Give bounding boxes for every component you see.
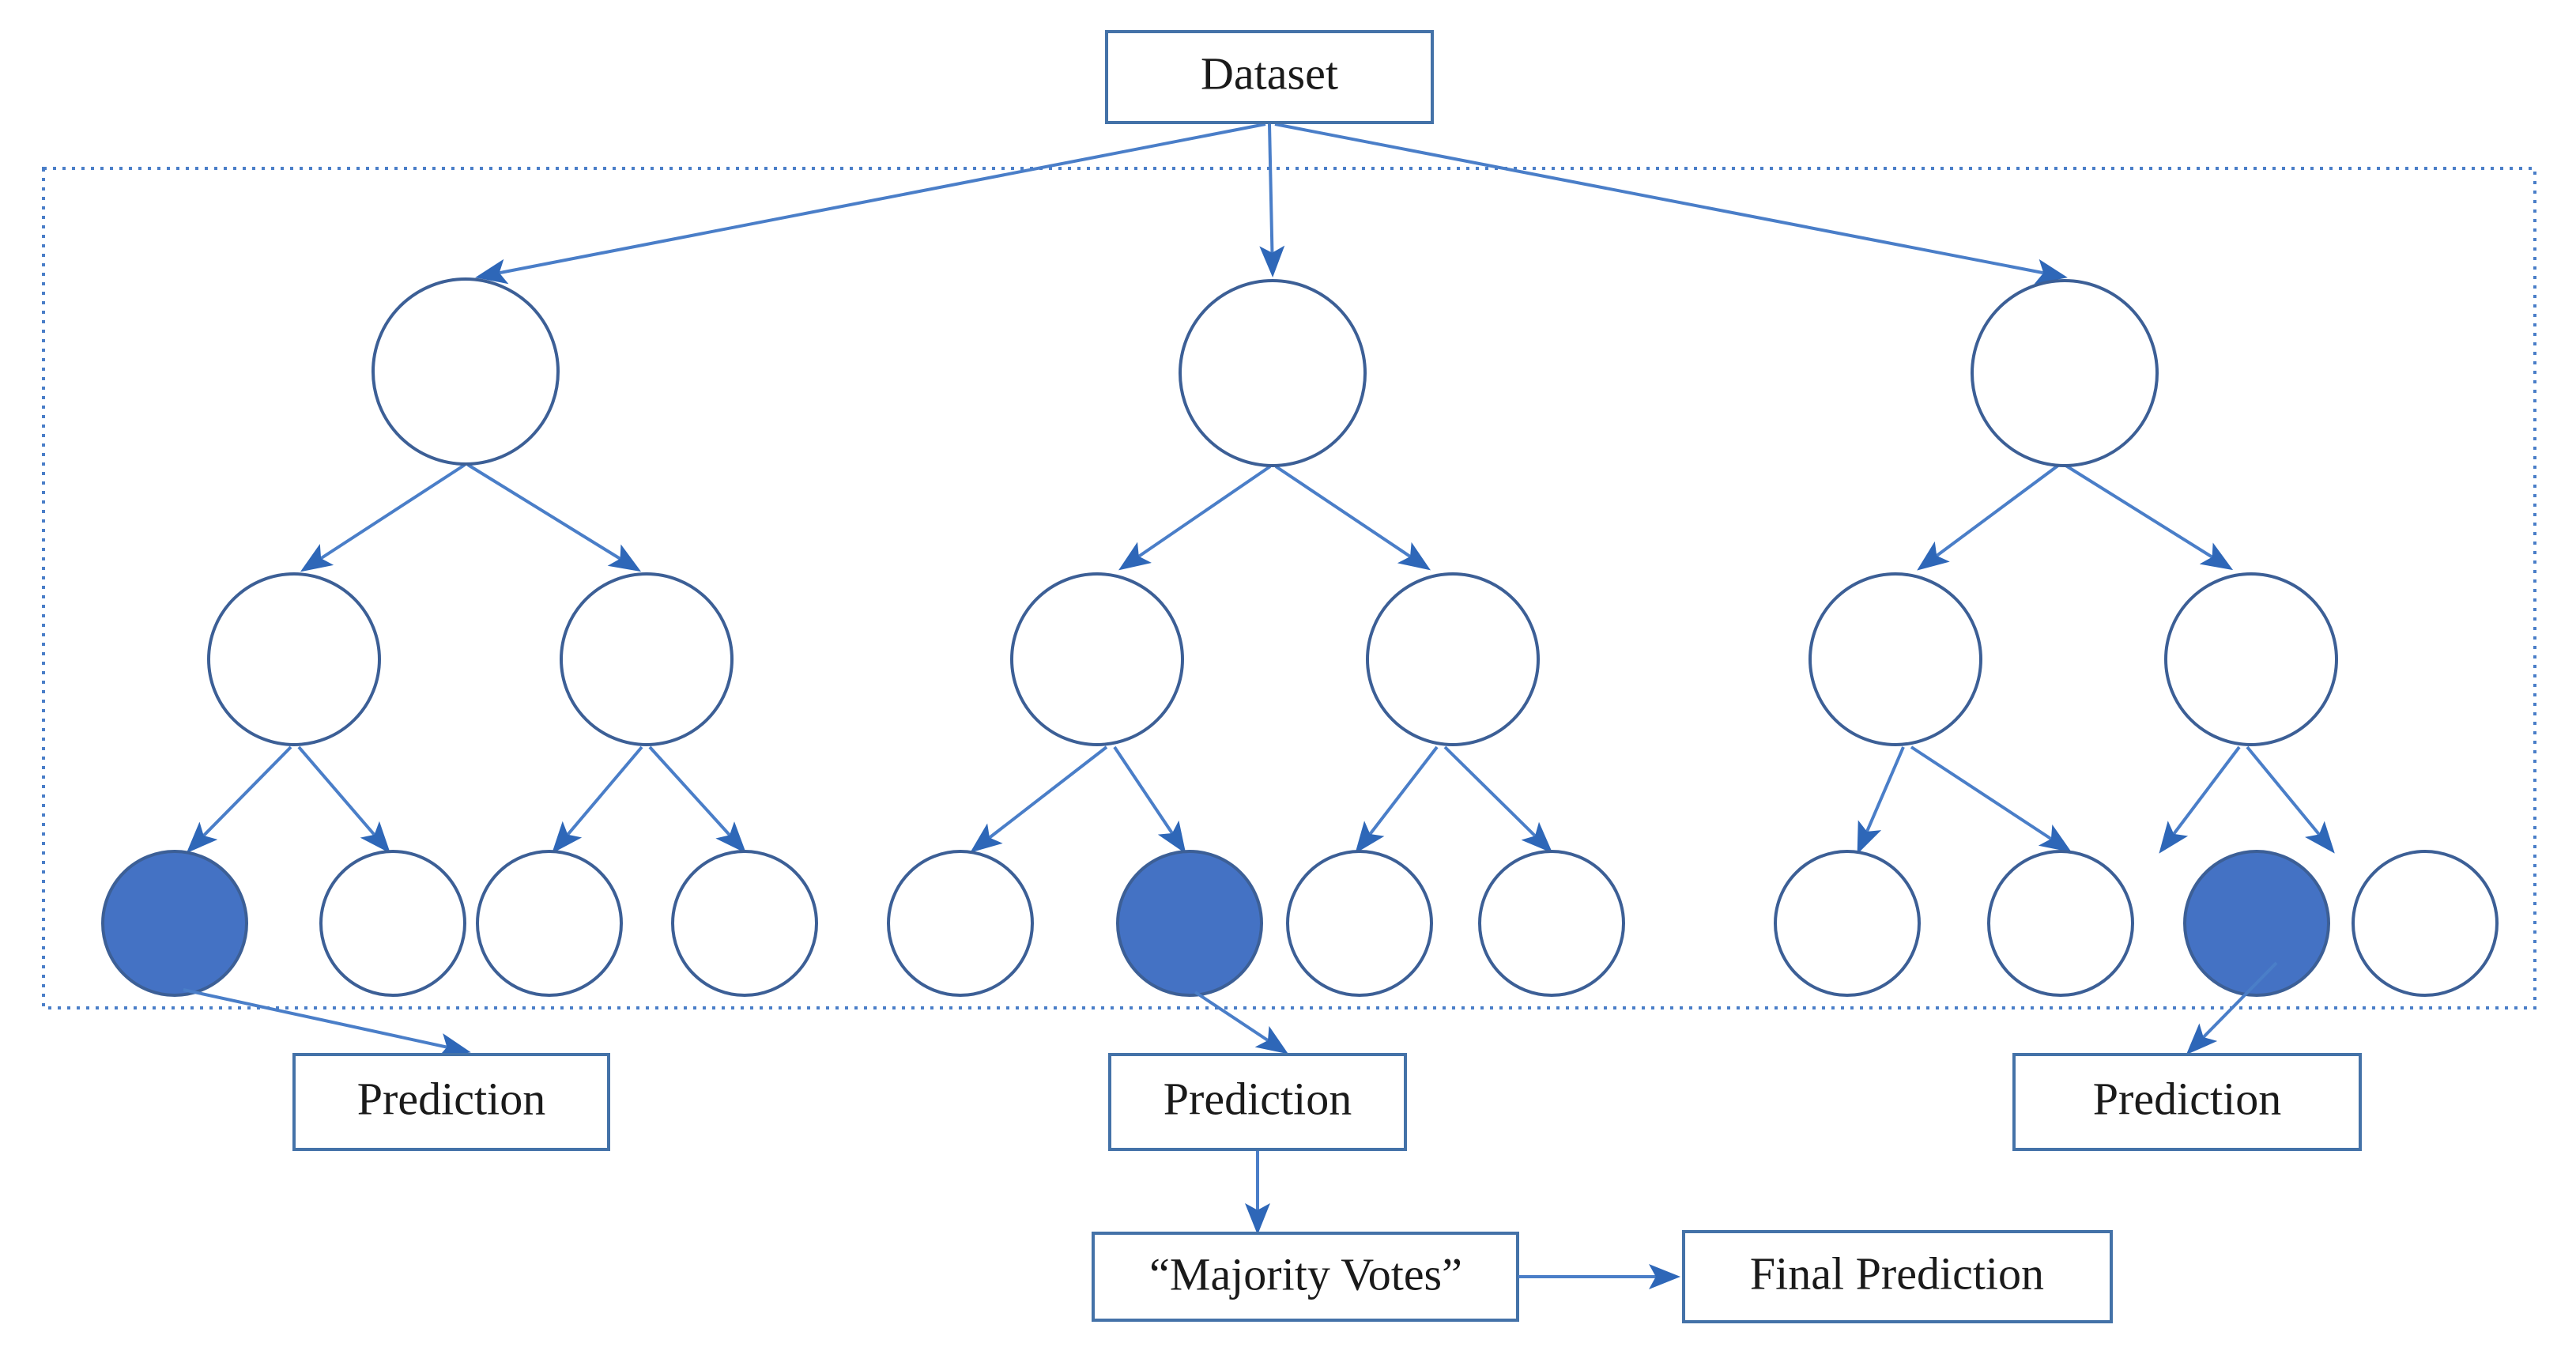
edge-t2-l2a-leaf1	[970, 745, 1108, 853]
edge-t3-l2b-leaf3	[2159, 745, 2241, 854]
decision-tree-1: Prediction	[101, 277, 818, 1151]
tree-1-leaf-node-4[interactable]	[671, 850, 818, 997]
tree-3-root-node[interactable]	[1971, 279, 2159, 467]
edge-dataset-to-root-3	[1274, 123, 2068, 285]
edge-t1-l2b-leaf4	[648, 745, 747, 854]
majority-votes-label: “Majority Votes”	[1149, 1248, 1462, 1300]
tree-2-level2-node-2[interactable]	[1366, 572, 1540, 746]
tree-3-prediction-label: Prediction	[2093, 1073, 2281, 1124]
edge-t3-l2a-leaf2	[1910, 745, 2072, 853]
edge-t2-l2a-leaf2	[1113, 745, 1186, 854]
edge-t3-leaf-to-prediction	[2186, 961, 2278, 1055]
tree-2-leaf-node-3[interactable]	[1286, 850, 1433, 997]
edge-t2-l2b-leaf4	[1443, 745, 1553, 854]
edge-t2-root-l2a	[1118, 465, 1272, 571]
majority-votes-box[interactable]	[1092, 1232, 1519, 1322]
ensemble-group-border	[42, 167, 2536, 1009]
edge-t3-l2a-leaf1	[1857, 746, 1905, 855]
tree-1-prediction-box[interactable]	[292, 1053, 610, 1151]
edge-t3-l2b-leaf4	[2246, 745, 2335, 854]
final-prediction-label: Final Prediction	[1750, 1247, 2044, 1299]
tree-2-level2-node-1[interactable]	[1010, 572, 1184, 746]
edge-t2-root-l2b	[1274, 465, 1431, 571]
tree-3-leaf-node-1[interactable]	[1774, 850, 1921, 997]
tree-3-level2-node-2[interactable]	[2164, 572, 2338, 746]
decision-tree-2: Prediction	[887, 279, 1625, 1151]
dataset-label: Dataset	[1201, 47, 1338, 99]
edge-t3-root-l2a	[1917, 463, 2061, 571]
tree-2-prediction-box[interactable]	[1108, 1053, 1407, 1151]
tree-3-level2-node-1[interactable]	[1808, 572, 1982, 746]
edges-dataset-to-roots	[475, 123, 2068, 285]
tree-2-leaf-node-1[interactable]	[887, 850, 1034, 997]
edge-t1-l2a-leaf1	[186, 745, 292, 854]
edge-t2-l2b-leaf3	[1355, 745, 1439, 854]
edge-t1-root-l2b	[466, 463, 642, 572]
edge-t3-root-l2b	[2063, 463, 2234, 571]
tree-2-leaf-node-4[interactable]	[1478, 850, 1625, 997]
edge-t1-root-l2a	[300, 463, 466, 572]
dataset-box[interactable]	[1105, 30, 1434, 124]
tree-1-leaf-node-3[interactable]	[476, 850, 623, 997]
tree-1-level2-node-1[interactable]	[207, 572, 381, 746]
tree-2-leaf-node-2[interactable]	[1116, 850, 1263, 997]
edge-dataset-to-root-1	[475, 123, 1266, 285]
edge-t1-leaf-to-prediction	[183, 988, 471, 1059]
tree-1-prediction-label: Prediction	[357, 1073, 545, 1124]
tree-3-leaf-node-2[interactable]	[1987, 850, 2134, 997]
decision-tree-3: Prediction	[1774, 279, 2499, 1151]
final-prediction-box[interactable]	[1682, 1230, 2113, 1323]
tree-1-root-node[interactable]	[372, 277, 560, 466]
tree-2-prediction-label: Prediction	[1164, 1073, 1352, 1124]
edge-t2-leaf-to-prediction	[1194, 991, 1288, 1055]
tree-3-leaf-node-4[interactable]	[2352, 850, 2499, 997]
tree-1-leaf-node-2[interactable]	[319, 850, 466, 997]
edge-dataset-to-root-2	[1259, 123, 1285, 277]
edge-t1-l2a-leaf2	[297, 745, 390, 854]
tree-2-root-node[interactable]	[1179, 279, 1367, 467]
tree-3-prediction-box[interactable]	[2012, 1053, 2362, 1151]
tree-3-leaf-node-3[interactable]	[2183, 850, 2330, 997]
tree-1-level2-node-2[interactable]	[560, 572, 734, 746]
edge-t1-l2b-leaf3	[552, 745, 643, 854]
tree-1-leaf-node-1[interactable]	[101, 850, 248, 997]
